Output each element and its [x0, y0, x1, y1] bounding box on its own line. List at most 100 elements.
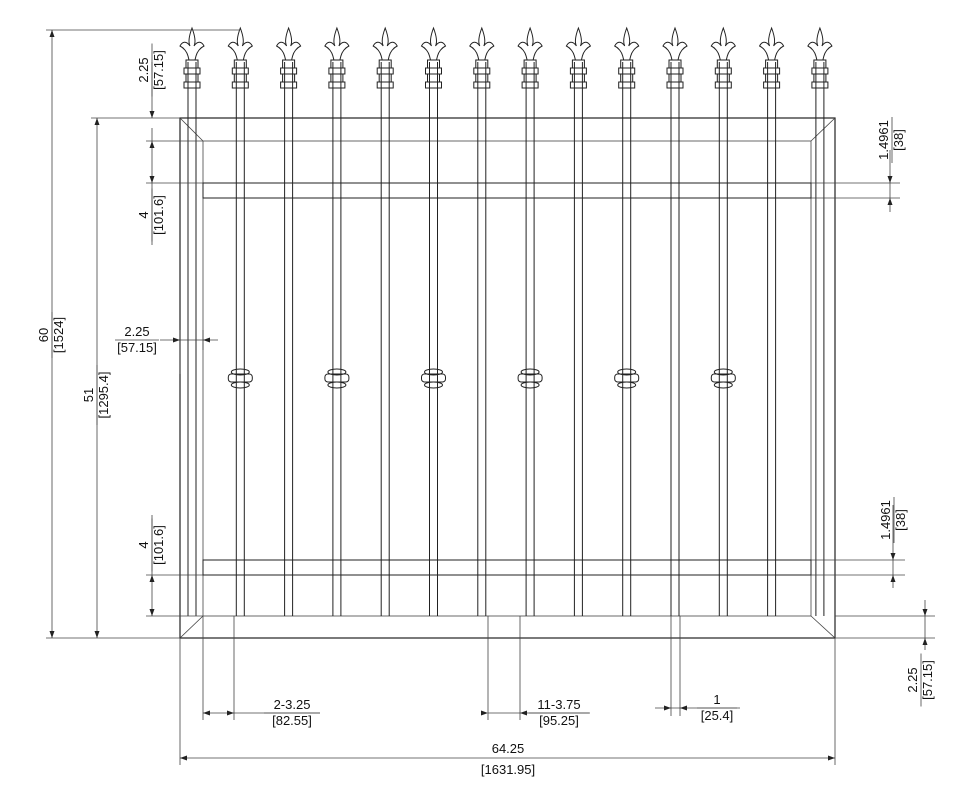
finial — [275, 26, 302, 61]
picket-collar — [569, 67, 587, 75]
mid-collar — [324, 368, 350, 389]
finial — [807, 26, 833, 61]
picket-collar — [376, 81, 394, 89]
mid-collar-ring — [230, 381, 250, 389]
picket-collar — [328, 67, 346, 75]
dim-arrow — [180, 755, 187, 761]
mid-collar-ring — [230, 368, 250, 376]
finial — [710, 26, 736, 61]
dim-arrow — [149, 609, 155, 616]
finial — [758, 26, 785, 61]
picket-collar — [231, 81, 249, 89]
mid-collar — [517, 368, 543, 389]
finial-base — [523, 59, 537, 69]
mid-collar-ring — [520, 368, 540, 376]
frame-miter — [179, 117, 204, 142]
overall-width-value: 64.25 — [492, 741, 525, 756]
frame-miter — [810, 117, 836, 142]
finial — [517, 26, 543, 61]
post-width-right-metric: [57.15] — [920, 660, 935, 700]
finial — [179, 26, 205, 61]
dim-arrow — [173, 337, 180, 343]
dim-arrow — [149, 141, 155, 148]
finial-base — [765, 59, 779, 69]
mid-collar — [710, 368, 736, 389]
post-width-left-value: 2.25 — [124, 324, 149, 339]
dim-arrow — [203, 337, 210, 343]
dim-arrow — [922, 609, 928, 616]
finial — [372, 26, 398, 61]
dim-arrow — [49, 631, 55, 638]
finial — [565, 26, 592, 61]
overall-width-metric: [1631.95] — [481, 762, 535, 777]
picket — [758, 26, 785, 616]
finial — [227, 26, 253, 61]
picket-collar — [183, 81, 201, 89]
mid-collar — [227, 368, 253, 389]
picket-collar — [328, 81, 346, 89]
picket-collar — [618, 67, 636, 75]
dim-arrow — [664, 705, 671, 711]
picket-collar — [666, 81, 684, 89]
frame-inner — [202, 140, 812, 617]
picket-collar — [763, 67, 781, 75]
dim-arrow — [890, 575, 896, 582]
picket — [420, 26, 447, 616]
finial — [469, 26, 495, 61]
bottom-rail-offset-metric: [101.6] — [151, 525, 166, 565]
finial-base — [813, 59, 827, 69]
picket-width-value: 1 — [713, 692, 720, 707]
finial-base — [620, 59, 634, 69]
picket-spacing-value: 11-3.75 — [537, 697, 580, 712]
end-spacing-value: 2-3.25 — [274, 697, 311, 712]
dim-arrow — [149, 111, 155, 118]
picket — [517, 26, 543, 616]
top-rail-height-value: 1.4961 — [876, 120, 891, 160]
finial-height-value: 2.25 — [136, 57, 151, 82]
picket — [275, 26, 302, 616]
picket-collar — [425, 67, 442, 75]
finial-base — [427, 59, 440, 69]
mid-collar-ring — [713, 381, 733, 389]
collars — [227, 368, 736, 389]
dim-arrow — [227, 710, 234, 716]
picket-collar — [763, 81, 781, 89]
frame — [179, 117, 836, 639]
top-rail-face — [202, 182, 812, 199]
mid-collar — [421, 368, 446, 389]
bottom-rail-height-metric: [38] — [893, 509, 908, 531]
picket — [565, 26, 592, 616]
dimensions: 60[1524]51[1295.4]2.25[57.15]4[101.6]4[1… — [36, 29, 935, 777]
finial-base — [233, 59, 247, 69]
frame-miter — [810, 615, 836, 639]
overall-height-value: 60 — [36, 328, 51, 342]
picket — [662, 26, 688, 616]
dim-arrow — [680, 705, 687, 711]
picket-collar — [231, 67, 249, 75]
dim-arrow — [149, 575, 155, 582]
dim-arrow — [890, 553, 896, 560]
picket-collar — [425, 81, 442, 89]
mid-collar-ring — [424, 381, 443, 389]
dim-arrow — [922, 638, 928, 645]
picket-collar — [521, 67, 539, 75]
dim-arrow — [149, 176, 155, 183]
finial — [324, 26, 350, 61]
finial-base — [571, 59, 585, 69]
bottom-rail-height-value: 1.4961 — [878, 500, 893, 540]
picket-collar — [714, 81, 732, 89]
top-rail-offset-metric: [101.6] — [151, 195, 166, 235]
top-rail-offset-value: 4 — [136, 211, 151, 218]
picket — [227, 26, 253, 616]
picket-collar — [280, 67, 298, 75]
bottom-rail-face — [202, 559, 812, 576]
finial-base — [185, 59, 199, 69]
dim-arrow — [520, 710, 527, 716]
finial-base — [282, 59, 296, 69]
finial — [614, 26, 640, 61]
mid-collar-ring — [713, 368, 733, 376]
picket-collar — [183, 67, 201, 75]
picket-collar — [569, 81, 587, 89]
finial — [662, 26, 688, 61]
picket-collar — [811, 81, 829, 89]
